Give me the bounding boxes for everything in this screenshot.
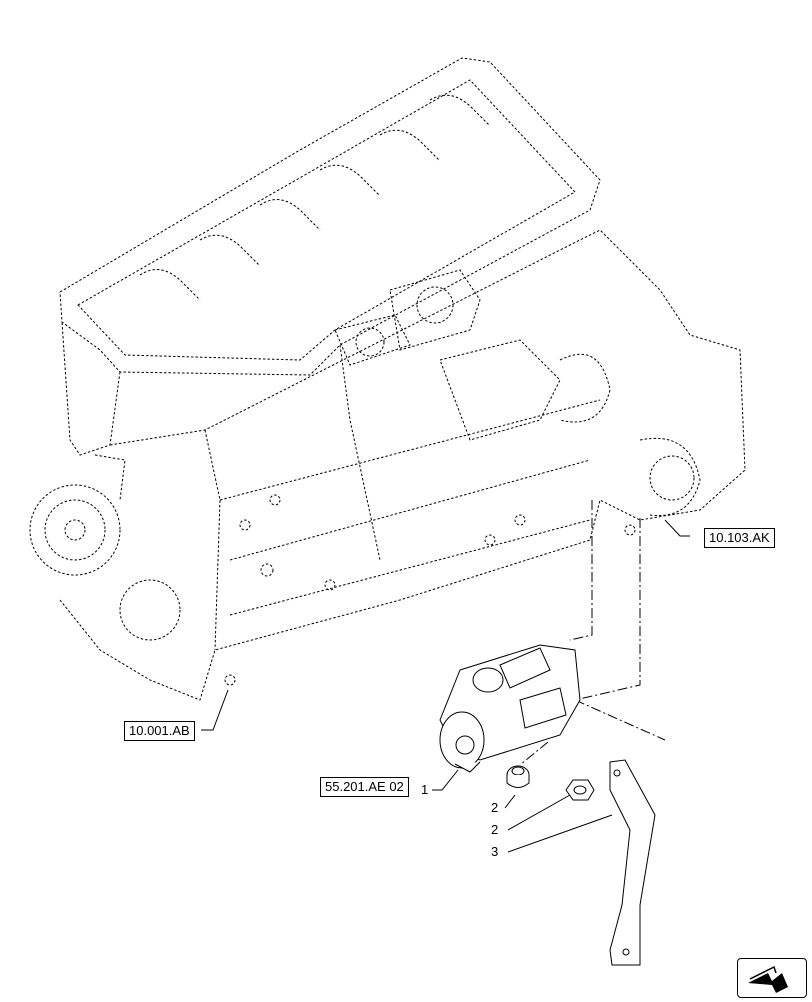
arrow-next-icon-glyph [748, 965, 788, 993]
callout-starter-motor: 1 [421, 782, 429, 797]
arrow-next-icon[interactable] [737, 958, 807, 998]
leader-lines [201, 519, 690, 853]
alignment-lines [519, 500, 666, 766]
starter-motor-drawing [439, 644, 581, 773]
callout-washer: 2 [491, 800, 499, 815]
callout-bracket: 3 [491, 844, 499, 859]
washer-drawing [506, 765, 530, 788]
callout-nut: 2 [491, 822, 499, 837]
reference-timing-cover[interactable]: 10.103.AK [704, 528, 775, 548]
reference-engine-block[interactable]: 10.001.AB [124, 721, 195, 741]
reference-starter-motor[interactable]: 55.201.AE 02 [320, 777, 409, 797]
nut-drawing [565, 779, 595, 801]
bracket-drawing [609, 759, 656, 966]
engine-block-drawing [29, 57, 746, 701]
